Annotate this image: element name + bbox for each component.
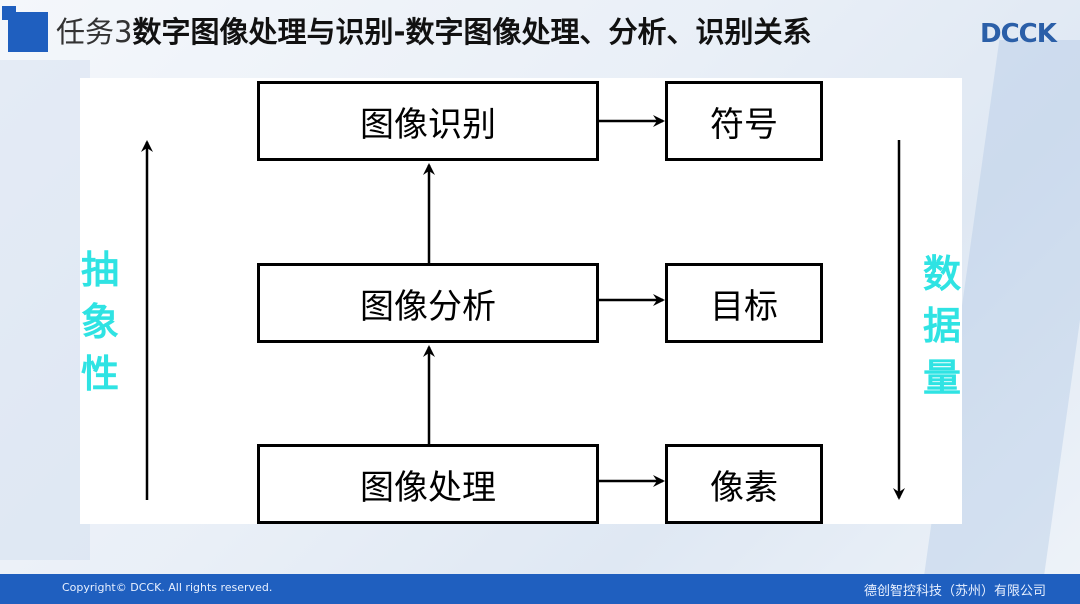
title-prefix: 任务3 <box>56 15 133 49</box>
title-main: 数字图像处理与识别-数字图像处理、分析、识别关系 <box>132 15 812 49</box>
label-char: 象 <box>80 300 119 344</box>
box-object: 目标 <box>665 263 823 343</box>
label-char: 数 <box>922 252 961 296</box>
box-image-recognition: 图像识别 <box>257 81 599 161</box>
dcck-logo: DCCK <box>980 19 1059 49</box>
label-char: 据 <box>922 304 961 348</box>
label-char: 抽 <box>80 248 119 292</box>
logo-text: DCCK <box>980 19 1058 49</box>
box-image-processing: 图像处理 <box>257 444 599 524</box>
page-title: 任务3数字图像处理与识别-数字图像处理、分析、识别关系 <box>56 10 812 54</box>
background-decoration <box>0 60 90 560</box>
box-image-analysis: 图像分析 <box>257 263 599 343</box>
label-data-volume: 数 据 量 <box>920 248 964 404</box>
box-pixel: 像素 <box>665 444 823 524</box>
box-symbol: 符号 <box>665 81 823 161</box>
label-char: 性 <box>80 352 119 396</box>
footer-bar: Copyright© DCCK. All rights reserved. 德创… <box>0 574 1080 604</box>
label-char: 量 <box>922 356 961 400</box>
title-marker-icon <box>2 6 48 52</box>
label-abstraction: 抽 象 性 <box>78 244 122 400</box>
footer-company: 德创智控科技（苏州）有限公司 <box>863 584 1046 599</box>
footer-copyright: Copyright© DCCK. All rights reserved. <box>62 581 273 594</box>
